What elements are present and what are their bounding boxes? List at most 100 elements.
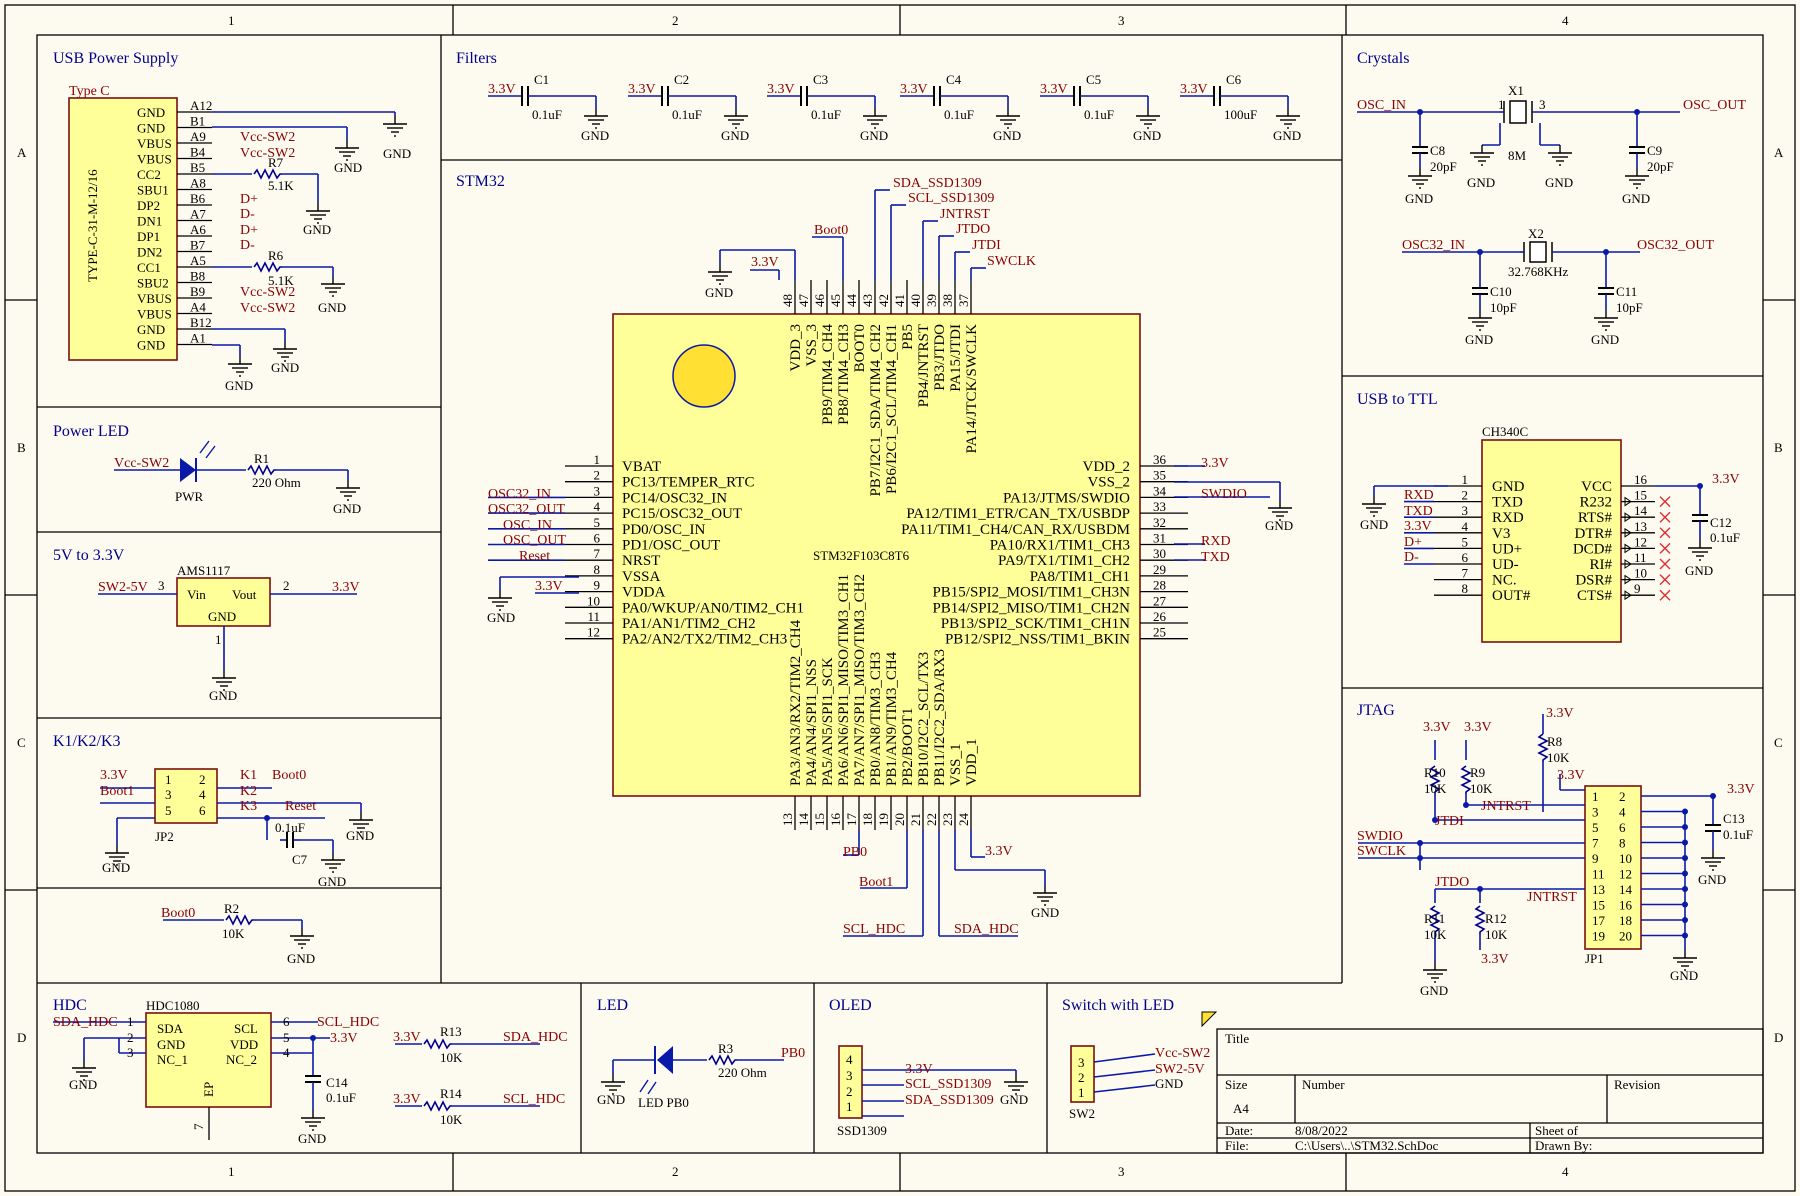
jp1-pin-number: 2 [1619, 789, 1626, 804]
net-3v3-oled: 3.3V [905, 1062, 933, 1077]
net-swdio-mcu: SWDIO [1201, 487, 1247, 502]
row-label-b-right: B [1774, 440, 1783, 455]
r8-value: 10K [1547, 750, 1570, 765]
mcu-pin-name: PB9/TIM4_CH4 [820, 324, 836, 425]
oled-pin2: 2 [846, 1084, 853, 1099]
net-vcc-sw2-b4: Vcc-SW2 [240, 146, 295, 161]
net-sw2-5v-reg: SW2-5V [98, 580, 148, 595]
hdc-pin-vdd: VDD [230, 1037, 258, 1052]
ams1117-gnd: GND [208, 609, 236, 624]
net-3v3-vdda: 3.3V [535, 579, 563, 594]
r13-value: 10K [440, 1050, 463, 1065]
net-3v3-jp2: 3.3V [100, 768, 128, 783]
gnd-label: GND [581, 128, 609, 143]
net-reset-mcu: Reset [519, 549, 550, 564]
section-title-crystals: Crystals [1357, 50, 1409, 67]
section-title-power-led: Power LED [53, 423, 129, 440]
usb-pin-name: CC2 [137, 167, 161, 182]
mcu-pin-name: PA9/TX1/TIM1_CH2 [998, 553, 1130, 569]
mcu-pin-name: PA14/JTCK/SWCLK [964, 324, 980, 454]
net-boot0-mcu: Boot0 [814, 223, 848, 238]
filter-cap-ref: C2 [674, 72, 689, 87]
net-osc32-out-mcu: OSC32_OUT [488, 502, 565, 517]
net-osc32-in-mcu: OSC32_IN [488, 487, 551, 502]
mcu-pin-number: 38 [940, 294, 955, 307]
net-k2: K2 [240, 784, 257, 799]
x1-ref: X1 [1508, 83, 1524, 98]
mcu-pin-number: 4 [594, 499, 601, 514]
mcu-pin-number: 20 [892, 813, 907, 826]
x2-ref: X2 [1528, 226, 1544, 241]
c9-ref: C9 [1647, 143, 1662, 158]
ch340-pin-name: TXD [1492, 495, 1523, 511]
jp2-pin6: 6 [199, 803, 206, 818]
usb-pin-name: GND [137, 121, 165, 136]
mcu-pin-number: 33 [1153, 499, 1166, 514]
jp1-pin-number: 3 [1592, 805, 1599, 820]
net-3v3-mcu-top: 3.3V [751, 255, 779, 270]
mcu-pin-number: 17 [844, 813, 859, 827]
ch340-pin-number: 4 [1462, 519, 1469, 534]
net-osc-out-mcu: OSC_OUT [503, 533, 566, 548]
ch340-pin-number: 1 [1462, 472, 1469, 487]
filter-cap-value: 0.1uF [672, 107, 702, 122]
mcu-pin-name: PB10/I2C2_SCL/TX3 [916, 652, 932, 786]
ch340-pin-number: 8 [1462, 581, 1469, 596]
mcu-pin-name: PA3/AN3/RX2/TIM2_CH4 [788, 619, 804, 786]
gnd-label: GND [383, 146, 411, 161]
filter-cap-value: 0.1uF [811, 107, 841, 122]
net-k1: K1 [240, 768, 257, 783]
ch340-pin-name: V3 [1492, 526, 1510, 542]
usb-pin-number: B1 [190, 114, 205, 129]
net-3v3-r14: 3.3V [393, 1092, 421, 1107]
crystals-circuit [1357, 100, 1680, 331]
gnd-label: GND [102, 860, 130, 875]
mcu-pin-name: VDD_1 [964, 739, 980, 787]
mcu-pin-number: 15 [812, 813, 827, 826]
ch340-pin-name: GND [1492, 479, 1525, 495]
mcu-pin-number: 41 [892, 294, 907, 307]
file-value: C:\Users\..\STM32.SchDoc [1295, 1138, 1439, 1153]
usb-pin-name: VBUS [137, 307, 172, 322]
ams1117-pin2: 2 [283, 578, 290, 593]
mcu-pin-number: 42 [876, 294, 891, 307]
mcu-pin-number: 31 [1153, 531, 1166, 546]
section-title-oled: OLED [829, 997, 872, 1014]
ch340-pin-number: 6 [1462, 550, 1469, 565]
net-k3: K3 [240, 799, 257, 814]
mcu-pin-name: VSS_2 [1087, 475, 1130, 491]
number-label: Number [1302, 1077, 1345, 1092]
col-label-2-bottom: 2 [672, 1164, 679, 1179]
c10-ref: C10 [1490, 284, 1512, 299]
c9-value: 20pF [1647, 159, 1674, 174]
gnd-label: GND [597, 1092, 625, 1107]
oled-pin1: 1 [846, 1099, 853, 1114]
net-jntrst-jtag-2: JNTRST [1527, 890, 1577, 905]
hdc-pin-sda: SDA [157, 1021, 184, 1036]
ch340-pin-name: R232 [1579, 495, 1612, 511]
jp1-ref: JP1 [1585, 951, 1604, 966]
date-value: 8/08/2022 [1295, 1123, 1348, 1138]
led-pb0-label: LED PB0 [638, 1095, 689, 1110]
net-swclk-jtag: SWCLK [1357, 844, 1406, 859]
usb-pin-name: SBU1 [137, 183, 169, 198]
net-3v3-r13: 3.3V [393, 1030, 421, 1045]
usb-pin-name: VBUS [137, 291, 172, 306]
net-jtdi-jtag: JTDI [1435, 814, 1464, 829]
filter-net-3v3: 3.3V [1180, 82, 1208, 97]
date-label: Date: [1225, 1123, 1253, 1138]
r6-ref: R6 [268, 248, 284, 263]
net-scl-hdc-r14: SCL_HDC [503, 1092, 565, 1107]
mcu-pin-name: PB4/JNTRST [916, 324, 932, 407]
mcu-pin-name: VDD_2 [1083, 459, 1131, 475]
ch340-pin-name: RXD [1492, 510, 1524, 526]
net-3v3-r8: 3.3V [1546, 706, 1574, 721]
usb-pin-name: VBUS [137, 136, 172, 151]
jp2-ref: JP2 [155, 829, 174, 844]
r14-value: 10K [440, 1112, 463, 1127]
ch340-pin-number: 3 [1462, 503, 1469, 518]
ch340-wiring [1361, 483, 1713, 561]
gnd-label: GND [1465, 332, 1493, 347]
mcu-pin-number: 18 [860, 813, 875, 826]
